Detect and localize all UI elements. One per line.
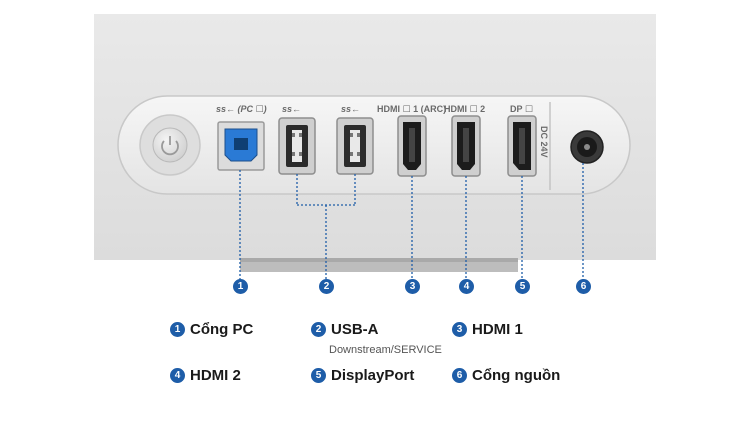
legend-label: Cổng PC bbox=[190, 321, 254, 338]
port-label-dp: DP ☐ bbox=[510, 104, 533, 114]
usb-b-port-icon bbox=[217, 121, 265, 171]
legend-num: 6 bbox=[452, 368, 467, 383]
callout-lines bbox=[239, 163, 584, 282]
port-label-hdmi2: HDMI ☐ 2 bbox=[444, 104, 486, 114]
port-label-usb-pc: ss← (PC ☐) bbox=[216, 104, 267, 114]
legend-item-2: 2 USB-A bbox=[311, 321, 379, 338]
legend-sub-usb: Downstream/SERVICE bbox=[329, 344, 442, 356]
callout-1: 1 bbox=[233, 279, 248, 294]
port-label-hdmi1: HDMI ☐ 1 (ARC) bbox=[377, 104, 447, 114]
hdmi-1-port-icon bbox=[397, 115, 427, 177]
legend-num: 4 bbox=[170, 368, 185, 383]
port-label-dc: DC 24V bbox=[539, 126, 549, 158]
legend-label: HDMI 1 bbox=[472, 321, 523, 338]
monitor-back-illustration bbox=[94, 14, 656, 282]
dc-power-jack-icon bbox=[570, 130, 604, 164]
legend-item-4: 4 HDMI 2 bbox=[170, 367, 241, 384]
displayport-port-icon bbox=[507, 115, 537, 177]
legend-item-3: 3 HDMI 1 bbox=[452, 321, 523, 338]
legend-num: 1 bbox=[170, 322, 185, 337]
callout-2: 2 bbox=[319, 279, 334, 294]
port-label-usb-a1: ss← bbox=[282, 104, 302, 114]
legend-item-1: 1 Cổng PC bbox=[170, 321, 253, 338]
legend-num: 5 bbox=[311, 368, 326, 383]
hdmi-2-port-icon bbox=[451, 115, 481, 177]
legend-num: 3 bbox=[452, 322, 467, 337]
legend-num: 2 bbox=[311, 322, 326, 337]
callout-4: 4 bbox=[459, 279, 474, 294]
usb-a-port-1-icon bbox=[278, 117, 316, 175]
port-label-usb-a2: ss← bbox=[341, 104, 361, 114]
legend-item-5: 5 DisplayPort bbox=[311, 367, 414, 384]
usb-a-port-2-icon bbox=[336, 117, 374, 175]
callout-3: 3 bbox=[405, 279, 420, 294]
callout-5: 5 bbox=[515, 279, 530, 294]
legend-label: HDMI 2 bbox=[190, 367, 241, 384]
legend-item-6: 6 Cổng nguồn bbox=[452, 367, 560, 384]
legend-label: USB-A bbox=[331, 321, 379, 338]
power-button-icon bbox=[139, 114, 201, 176]
callout-6: 6 bbox=[576, 279, 591, 294]
legend-label: DisplayPort bbox=[331, 367, 415, 384]
legend-label: Cổng nguồn bbox=[472, 367, 561, 384]
